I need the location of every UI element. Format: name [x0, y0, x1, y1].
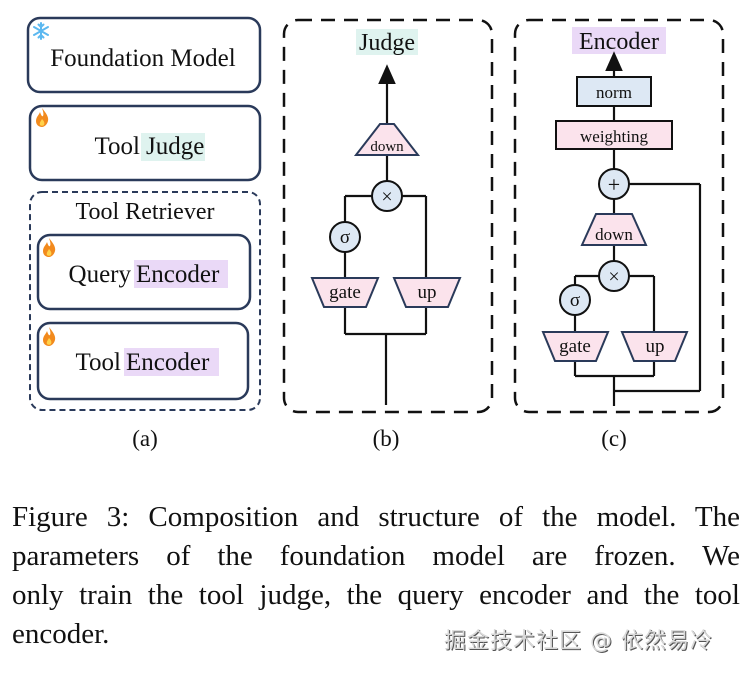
svg-text:+: +: [608, 172, 620, 197]
gate-projection-block: gate: [541, 331, 610, 362]
query-encoder-box: Query Encoder: [36, 233, 252, 311]
foundation-model-box: Foundation Model: [26, 16, 262, 94]
snowflake-icon: [33, 22, 49, 40]
panel-b-sublabel: (b): [373, 426, 400, 451]
fire-icon: [43, 238, 56, 257]
down-projection-block: down: [580, 213, 648, 246]
tool-encoder-highlight-text: Encoder: [126, 349, 210, 376]
caption-line: parameters of the foundation model are f…: [12, 540, 740, 572]
svg-text:σ: σ: [570, 290, 580, 311]
tool-judge-highlight-text: Judge: [146, 133, 204, 160]
svg-text:down: down: [595, 225, 633, 244]
model-figure: Foundation Model Tool Judge Tool Retriev…: [26, 16, 725, 451]
query-encoder-highlight-text: Encoder: [136, 261, 220, 288]
encoder-highlight: [134, 260, 228, 288]
svg-text:up: up: [418, 282, 437, 303]
svg-text:gate: gate: [559, 336, 591, 357]
encoder-highlight: [124, 348, 219, 376]
panel-c-sublabel: (c): [601, 426, 627, 451]
tool-retriever-group: Tool Retriever Query Encoder: [29, 191, 261, 411]
weighting-block: weighting: [555, 120, 673, 150]
svg-text:×: ×: [608, 266, 619, 288]
caption-line: encoder.: [12, 618, 110, 650]
panel-b: Judge down × σ: [282, 18, 494, 451]
add-residual-node: +: [598, 168, 630, 200]
norm-block: norm: [576, 76, 652, 107]
tool-retriever-title: Tool Retriever: [76, 199, 215, 225]
fire-icon: [43, 327, 56, 346]
multiply-node: ×: [598, 260, 630, 292]
panel-b-wires: [343, 64, 428, 405]
panel-c-wires: [573, 51, 702, 406]
tool-encoder-prefix: Tool: [76, 349, 122, 376]
panel-a: Foundation Model Tool Judge Tool Retriev…: [26, 16, 262, 451]
svg-text:up: up: [646, 336, 665, 357]
up-projection-block: up: [620, 331, 689, 362]
tool-encoder-box: Tool Encoder: [36, 321, 250, 401]
svg-text:σ: σ: [340, 227, 350, 248]
figure-caption: Figure 3: Composition and structure of t…: [12, 498, 740, 654]
svg-text:gate: gate: [329, 282, 361, 303]
query-encoder-prefix: Query: [69, 261, 132, 288]
judge-output-highlight: [356, 29, 418, 55]
panel-a-sublabel: (a): [132, 426, 158, 451]
panel-c: Encoder norm: [513, 18, 725, 451]
encoder-output-highlight: [572, 27, 666, 54]
watermark: 掘金技术社区 @ 依然易冷: [444, 629, 713, 654]
svg-text:×: ×: [381, 186, 392, 208]
fire-icon: [36, 108, 49, 127]
svg-text:norm: norm: [596, 83, 632, 102]
judge-output-label: Judge: [359, 30, 415, 56]
sigma-activation-node: σ: [329, 221, 361, 253]
down-projection-block: down: [353, 123, 421, 156]
caption-line: only train the tool judge, the query enc…: [12, 579, 740, 611]
gate-projection-block: gate: [310, 277, 380, 308]
tool-judge-box: Tool Judge: [28, 104, 262, 182]
sigma-activation-node: σ: [559, 284, 591, 316]
tool-judge-prefix: Tool: [95, 133, 141, 160]
encoder-output-label: Encoder: [579, 29, 659, 55]
judge-highlight: [141, 133, 205, 161]
svg-text:down: down: [370, 139, 404, 155]
up-projection-block: up: [392, 277, 462, 308]
caption-line: Figure 3: Composition and structure of t…: [12, 501, 740, 533]
foundation-model-label: Foundation Model: [50, 45, 235, 72]
multiply-node: ×: [371, 180, 403, 212]
svg-text:weighting: weighting: [580, 127, 648, 146]
